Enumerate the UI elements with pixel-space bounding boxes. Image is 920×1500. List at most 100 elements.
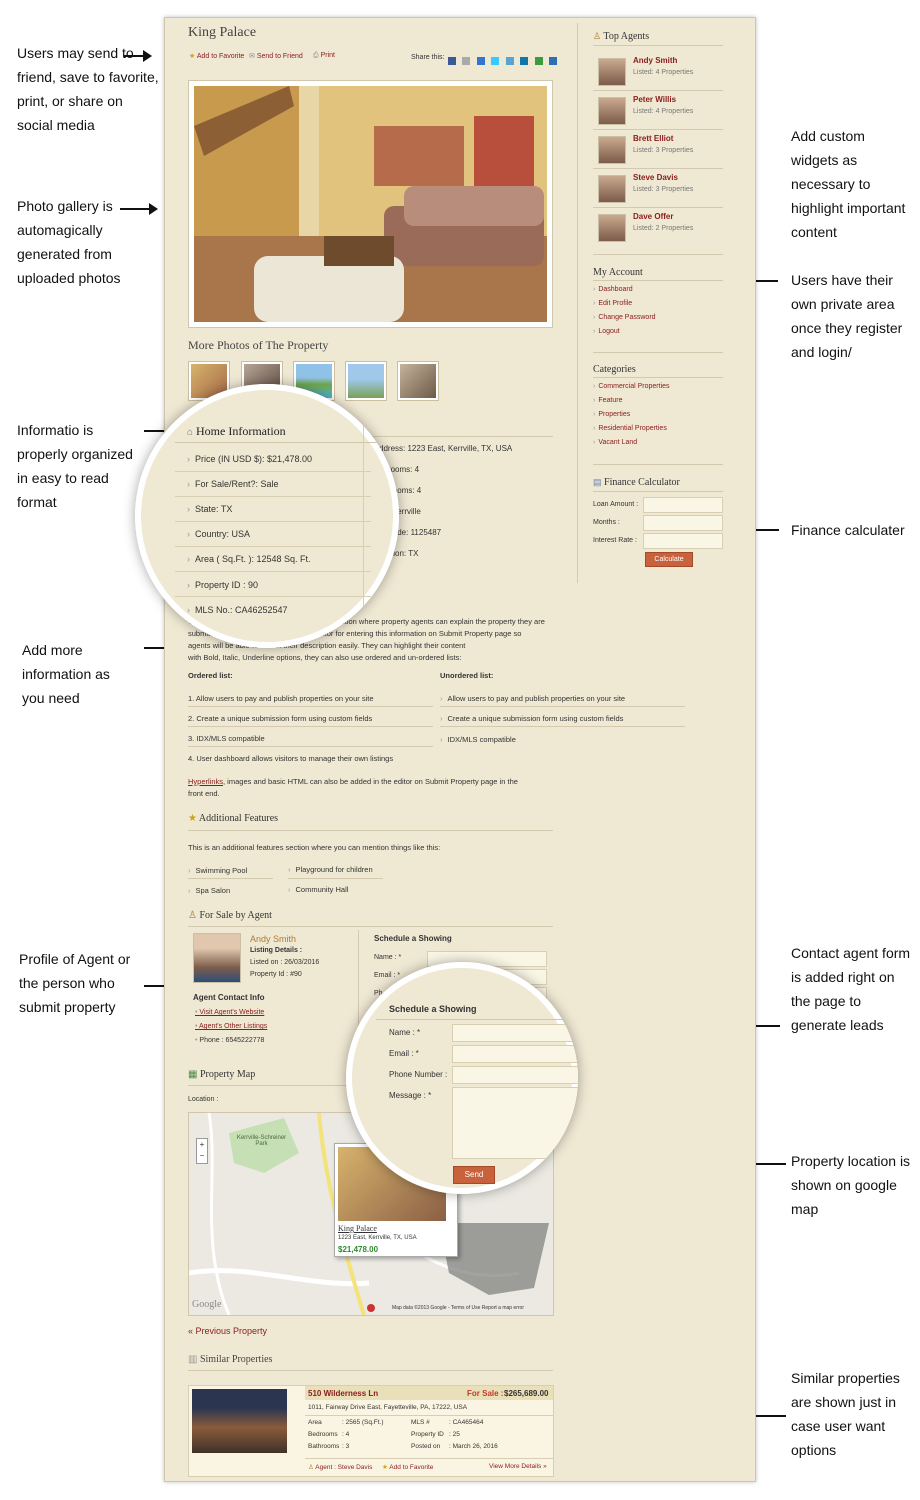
map-credits[interactable]: Map data ©2013 Google - Terms of Use Rep… bbox=[392, 1305, 524, 1311]
description-closing: Hyperlinks, images and basic HTML can al… bbox=[188, 776, 518, 788]
popup-title[interactable]: King Palace bbox=[338, 1224, 377, 1233]
send-to-friend-link[interactable]: ✉ Send to Friend bbox=[249, 52, 303, 60]
annotation-similar: Similar properties are shown just in cas… bbox=[791, 1370, 900, 1458]
account-link-change-password[interactable]: Change Password bbox=[593, 314, 655, 321]
facebook-icon[interactable] bbox=[448, 57, 456, 65]
info-location: Location: TX bbox=[366, 549, 419, 558]
top-agent-avatar-4[interactable] bbox=[598, 175, 626, 203]
top-agent-listed-3: Listed: 3 Properties bbox=[633, 147, 694, 154]
finance-calculator-title: ▤ Finance Calculator bbox=[593, 477, 680, 488]
map-title-label: Property Map bbox=[199, 1069, 256, 1080]
months-input[interactable] bbox=[643, 515, 723, 531]
info-area: Area ( Sq.Ft. ): 12548 Sq. Ft. bbox=[187, 554, 311, 564]
similar-bath: : 3 bbox=[342, 1443, 350, 1450]
features-title-label: Additional Features bbox=[198, 813, 279, 824]
share-label: Share this: bbox=[411, 54, 445, 61]
previous-property-link[interactable]: « Previous Property bbox=[188, 1326, 268, 1336]
account-link-dashboard[interactable]: Dashboard bbox=[593, 286, 632, 293]
zoom-message-textarea[interactable] bbox=[452, 1087, 578, 1159]
similar-favorite[interactable]: ★ Add to Favorite bbox=[382, 1463, 433, 1471]
category-residential[interactable]: Residential Properties bbox=[593, 425, 666, 432]
interest-rate-input[interactable] bbox=[643, 533, 723, 549]
technorati-icon[interactable] bbox=[534, 57, 543, 65]
rss-icon[interactable] bbox=[549, 57, 558, 65]
hyperlinks-link[interactable]: Hyperlinks bbox=[188, 777, 224, 786]
gallery-thumb-5[interactable] bbox=[397, 361, 439, 401]
agent-website-link[interactable]: • Visit Agent's Website bbox=[195, 1009, 265, 1016]
google-logo: Google bbox=[192, 1299, 222, 1310]
top-agent-name-2[interactable]: Peter Willis bbox=[633, 95, 677, 104]
person-icon: ♙ bbox=[593, 31, 602, 41]
account-link-edit-profile[interactable]: Edit Profile bbox=[593, 300, 632, 307]
agent-phone: • Phone : 6545222778 bbox=[195, 1037, 265, 1044]
top-agent-name-4[interactable]: Steve Davis bbox=[633, 173, 678, 182]
info-zip: Zip Code: 1125487 bbox=[366, 528, 441, 537]
friend-label: Send to Friend bbox=[256, 53, 303, 60]
annotation-finance: Finance calculater bbox=[791, 522, 905, 538]
annotation-agent-profile: Profile of Agent or the person who submi… bbox=[19, 951, 131, 1015]
map-zoom-controls[interactable]: +− bbox=[196, 1138, 208, 1164]
similar-price: $265,689.00 bbox=[504, 1389, 549, 1398]
info-mls: MLS No.: CA46252547 bbox=[187, 605, 288, 615]
annotation-widgets: Add custom widgets as necessary to highl… bbox=[791, 128, 906, 240]
home-info-title: ⌂ Home Information bbox=[187, 424, 286, 439]
linkedin-icon[interactable] bbox=[520, 57, 529, 65]
digg-icon[interactable] bbox=[462, 57, 471, 65]
categories-title: Categories bbox=[593, 364, 636, 375]
annotation-map: Property location is shown on google map bbox=[791, 1153, 911, 1217]
info-address: Address: 1223 East, Kerrville, TX, USA bbox=[366, 444, 513, 453]
calculate-button[interactable]: Calculate bbox=[645, 552, 693, 567]
top-agent-name-5[interactable]: Dave Offer bbox=[633, 212, 674, 221]
similar-property-photo[interactable] bbox=[192, 1389, 287, 1453]
top-agents-label: Top Agents bbox=[603, 31, 650, 42]
similar-title-label: Similar Properties bbox=[199, 1354, 273, 1365]
print-link[interactable]: ⎙ Print bbox=[313, 52, 335, 60]
agent-other-listings-link[interactable]: • Agent's Other Listings bbox=[195, 1023, 268, 1030]
phone-label: Phone : 6545222778 bbox=[199, 1037, 265, 1044]
agent-name[interactable]: Andy Smith bbox=[250, 934, 297, 944]
similar-bed-label: Bedrooms bbox=[308, 1431, 338, 1438]
annotation-gallery: Photo gallery is automagically generated… bbox=[17, 198, 121, 286]
star-icon: ★ bbox=[382, 1464, 388, 1471]
category-vacant-land[interactable]: Vacant Land bbox=[593, 439, 637, 446]
zoom-email-input[interactable] bbox=[452, 1045, 578, 1063]
features-intro: This is an additional features section w… bbox=[188, 843, 441, 852]
similar-property-card[interactable]: 510 Wilderness Ln For Sale : $265,689.00… bbox=[188, 1385, 554, 1477]
description-line1b: ction where property agents can explain … bbox=[341, 617, 545, 626]
add-to-favorite-link[interactable]: ★ Add to Favorite bbox=[189, 52, 244, 60]
zoom-showing-title: Schedule a Showing bbox=[389, 1004, 477, 1014]
delicious-icon[interactable] bbox=[476, 57, 485, 65]
zoom-name-input[interactable] bbox=[452, 1024, 578, 1042]
top-agent-avatar-3[interactable] bbox=[598, 136, 626, 164]
unordered-item-2: Create a unique submission form using cu… bbox=[440, 713, 624, 725]
top-agent-name-3[interactable]: Brett Elliot bbox=[633, 134, 674, 143]
category-feature[interactable]: Feature bbox=[593, 397, 622, 404]
similar-sale-label: For Sale : bbox=[467, 1389, 504, 1398]
ordered-item-1: 1. Allow users to pay and publish proper… bbox=[188, 694, 374, 703]
stumble-icon[interactable] bbox=[505, 57, 514, 65]
twitter-icon[interactable] bbox=[491, 57, 500, 65]
category-commercial[interactable]: Commercial Properties bbox=[593, 383, 669, 390]
feature-playground: Playground for children bbox=[288, 864, 373, 876]
main-property-photo[interactable] bbox=[188, 80, 553, 328]
top-agent-listed-4: Listed: 3 Properties bbox=[633, 186, 694, 193]
similar-agent[interactable]: ♙ Agent : Steve Davis bbox=[308, 1463, 372, 1471]
zoom-phone-input[interactable] bbox=[452, 1066, 578, 1084]
account-link-logout[interactable]: Logout bbox=[593, 328, 619, 335]
top-agent-avatar-2[interactable] bbox=[598, 97, 626, 125]
zoom-name-label: Name : * bbox=[389, 1028, 421, 1037]
loan-amount-input[interactable] bbox=[643, 497, 723, 513]
similar-properties-title: ▥ Similar Properties bbox=[188, 1354, 272, 1365]
top-agent-avatar-5[interactable] bbox=[598, 214, 626, 242]
similar-mls-label: MLS # bbox=[411, 1419, 430, 1426]
top-agent-name-1[interactable]: Andy Smith bbox=[633, 56, 678, 65]
gallery-thumb-4[interactable] bbox=[345, 361, 387, 401]
info-bedrooms: Bedrooms: 4 bbox=[366, 465, 419, 474]
category-properties[interactable]: Properties bbox=[593, 411, 630, 418]
similar-property-name[interactable]: 510 Wilderness Ln bbox=[308, 1389, 379, 1398]
closing-text: , images and basic HTML can also be adde… bbox=[223, 777, 518, 786]
showing-phone-label-small: Ph bbox=[374, 990, 383, 997]
view-more-details-link[interactable]: View More Details » bbox=[489, 1463, 547, 1470]
send-button[interactable]: Send bbox=[453, 1166, 495, 1184]
top-agent-avatar-1[interactable] bbox=[598, 58, 626, 86]
